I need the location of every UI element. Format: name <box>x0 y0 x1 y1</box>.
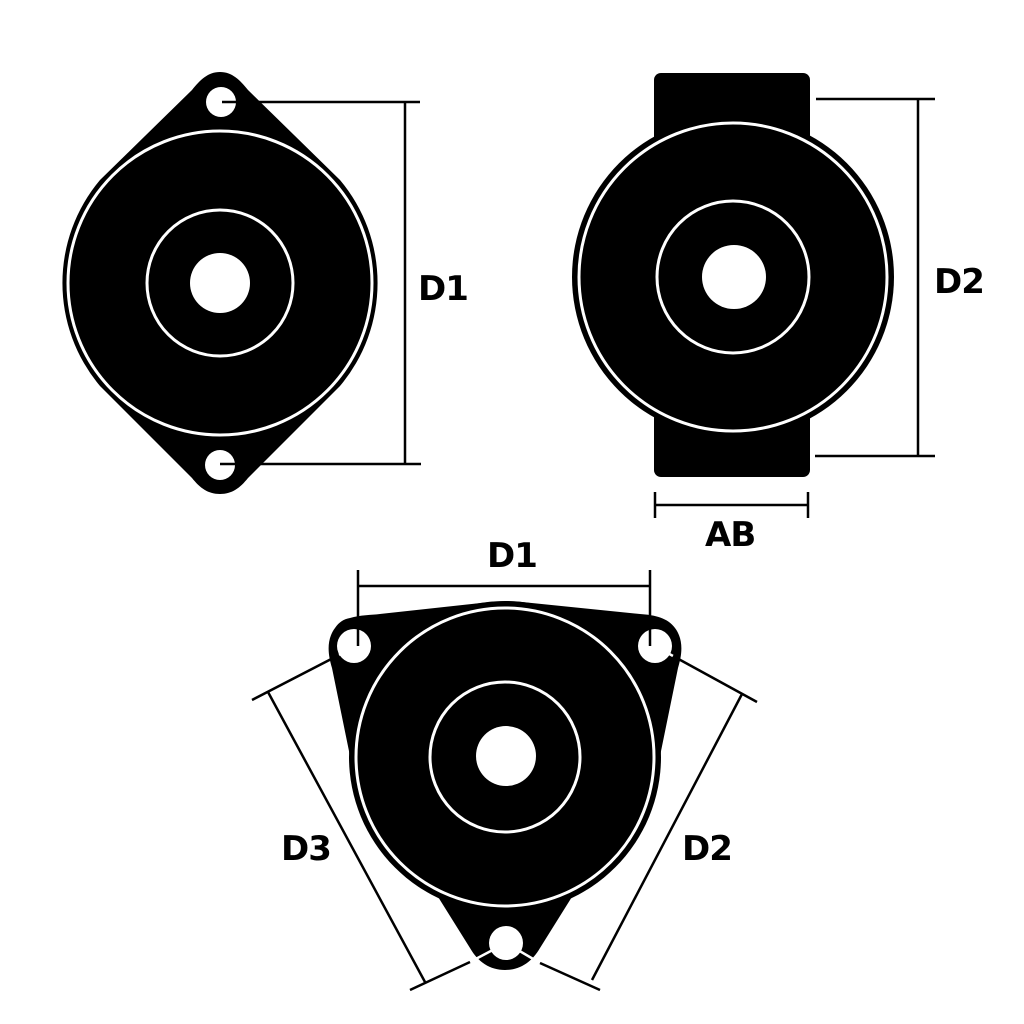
diamond-flange-outer-ring <box>66 129 374 437</box>
triangle-flange-center-hole <box>476 726 536 786</box>
fig3-d1-dimension <box>356 570 652 646</box>
diamond-flange-inner-ring <box>145 208 295 358</box>
fig1-d1-label: D1 <box>418 269 468 309</box>
diamond-flange-top-hole <box>206 87 236 117</box>
fig3-d3-dimension <box>251 644 507 992</box>
fig3-d1-label: D1 <box>487 536 537 576</box>
fig2-d2-dimension <box>815 97 935 458</box>
rect-flange-outer-ring <box>577 121 889 433</box>
fig3-d2-dimension <box>505 644 758 992</box>
fig1-d1-dimension <box>220 100 421 466</box>
triangle-flange-inner-ring <box>428 680 582 834</box>
rect-flange-inner-ring <box>655 199 811 355</box>
fig3-d2-label: D2 <box>682 829 732 869</box>
diamond-flange-center-hole <box>190 253 250 313</box>
figure-diamond-flange: D1 <box>62 72 469 494</box>
figure-rectangular-flange: D2 AB <box>572 73 985 555</box>
fig3-d3-label: D3 <box>281 829 331 869</box>
triangle-flange-outer-ring <box>354 606 656 908</box>
fig2-ab-dimension <box>653 492 810 518</box>
figure-triangular-flange: D1 D3 D2 <box>251 536 758 992</box>
rect-flange-center-hole <box>702 245 766 309</box>
fig2-d2-label: D2 <box>934 262 984 302</box>
fig2-ab-label: AB <box>705 515 755 555</box>
